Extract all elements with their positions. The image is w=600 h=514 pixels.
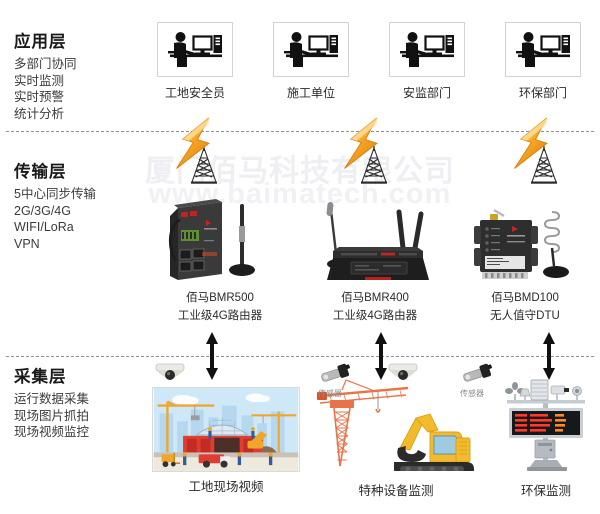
- person-at-computer-icon: [400, 31, 454, 67]
- application-node-label: 施工单位: [286, 86, 335, 100]
- sensor-icon: [321, 363, 350, 382]
- signal-tower-icon: [527, 146, 561, 189]
- dome-camera-icon: [385, 362, 421, 393]
- application-node-label: 环保部门: [518, 86, 567, 100]
- bidirectional-arrow-icon: [203, 331, 221, 386]
- collection-node-label: 工地现场视频: [188, 480, 264, 494]
- crane-excavator-icon: [317, 379, 474, 477]
- application-node-label: 安监部门: [402, 86, 451, 100]
- application-node-label: 工地安全员: [164, 86, 225, 100]
- layer-divider-bottom: [6, 356, 594, 357]
- application-node: 工地安全员: [157, 22, 233, 101]
- layer-features-collection: 运行数据采集 现场图片抓拍 现场视频监控: [14, 391, 89, 441]
- layer-features-transmission: 5中心同步传输 2G/3G/4G WIFI/LoRa VPN: [14, 186, 96, 252]
- layer-label-collection: 采集层 运行数据采集 现场图片抓拍 现场视频监控: [14, 367, 89, 441]
- bidirectional-arrow-icon: [540, 331, 558, 386]
- person-at-computer-icon: [516, 31, 570, 67]
- application-node: 安监部门: [389, 22, 465, 101]
- sensor-node: 传感器: [318, 363, 352, 399]
- transmission-device: 佰马BMR500 工业级4G路由器: [150, 196, 290, 324]
- application-node: 环保部门: [505, 22, 581, 101]
- feature-item: 实时预警: [14, 90, 65, 104]
- feature-item: 多部门协同: [14, 57, 77, 71]
- feature-item: 现场图片抓拍: [14, 408, 90, 423]
- dome-camera-icon: [152, 362, 188, 393]
- sensor-label: 传感器: [318, 389, 342, 398]
- layer-label-transmission: 传输层 5中心同步传输 2G/3G/4G WIFI/LoRa VPN: [14, 162, 96, 252]
- layer-title-collection: 采集层: [14, 368, 67, 386]
- layer-divider-top: [6, 131, 594, 132]
- lightning-bolt-icon: [172, 113, 218, 180]
- transmission-device: 佰马BMD100 无人值守DTU: [455, 196, 595, 324]
- signal-tower-icon: [187, 146, 221, 189]
- signal-tower-icon: [357, 146, 391, 189]
- sensor-label: 传感器: [460, 389, 484, 398]
- sensor-node: 传感器: [460, 363, 494, 399]
- device-type: 工业级4G路由器: [177, 310, 263, 322]
- wireless-router-icon: [300, 196, 450, 288]
- collection-node: 环保监测: [486, 374, 600, 499]
- application-node-box: [505, 22, 581, 77]
- sensor-icon: [463, 363, 492, 382]
- feature-item: 实时监测: [14, 73, 65, 88]
- industrial-router-icon: [150, 196, 290, 288]
- feature-item: 现场视频监控: [14, 425, 90, 439]
- layer-title-application: 应用层: [14, 33, 67, 51]
- feature-item: VPN: [14, 236, 40, 251]
- layer-title-transmission: 传输层: [14, 163, 67, 181]
- construction-site-photo: [152, 387, 300, 472]
- lightning-bolt-icon: [510, 113, 556, 180]
- device-model: 佰马BMD100: [491, 292, 559, 304]
- device-type: 无人值守DTU: [490, 310, 560, 322]
- lightning-bolt-icon: [340, 113, 386, 180]
- environment-station-icon: [505, 379, 585, 471]
- layer-features-application: 多部门协同 实时监测 实时预警 统计分析: [14, 56, 77, 122]
- application-node-box: [273, 22, 349, 77]
- application-node-box: [157, 22, 233, 77]
- application-node-box: [389, 22, 465, 77]
- collection-node: 特种设备监测: [316, 374, 476, 499]
- transmission-device: 佰马BMR400 工业级4G路由器: [300, 196, 450, 324]
- feature-item: 2G/3G/4G: [14, 203, 71, 218]
- device-model: 佰马BMR400: [341, 292, 409, 304]
- application-node: 施工单位: [273, 22, 349, 101]
- feature-item: 运行数据采集: [14, 392, 90, 406]
- device-model: 佰马BMR500: [186, 292, 254, 304]
- person-at-computer-icon: [284, 31, 338, 67]
- person-at-computer-icon: [168, 31, 222, 67]
- collection-node: 工地现场视频: [152, 387, 300, 495]
- layer-label-application: 应用层 多部门协同 实时监测 实时预警 统计分析: [14, 32, 77, 122]
- feature-item: 5中心同步传输: [14, 187, 96, 201]
- dtu-module-icon: [455, 196, 595, 288]
- device-type: 工业级4G路由器: [332, 310, 418, 322]
- collection-node-label: 环保监测: [520, 484, 571, 498]
- bidirectional-arrow-icon: [372, 331, 390, 386]
- collection-node-label: 特种设备监测: [358, 484, 434, 498]
- feature-item: WIFI/LoRa: [14, 220, 74, 234]
- feature-item: 统计分析: [14, 106, 65, 121]
